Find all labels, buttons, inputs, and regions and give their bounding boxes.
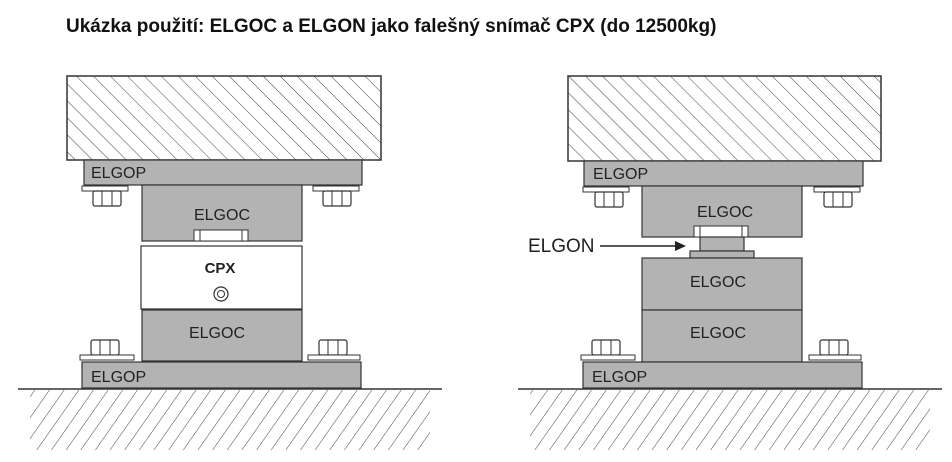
right-bottom-bolt-left: [580, 339, 636, 361]
left-top-plate-label: ELGOP: [91, 165, 146, 182]
elgon-pin: [689, 236, 755, 259]
left-top-bolt-left: [81, 185, 129, 207]
right-ground-hatch: [530, 390, 930, 450]
left-bottom-bolt-right: [307, 339, 361, 361]
cpx-sensor: [140, 245, 303, 310]
right-middle-elgoc-label: ELGOC: [690, 274, 746, 291]
right-lower-elgoc: [641, 309, 803, 363]
right-top-structure: [567, 75, 882, 162]
elgon-label: ELGON: [528, 236, 595, 257]
left-lower-elgoc-label: ELGOC: [189, 325, 245, 342]
right-upper-socket: [693, 225, 749, 238]
right-lower-elgoc-label: ELGOC: [690, 325, 746, 342]
left-upper-elgoc-label: ELGOC: [194, 207, 250, 224]
left-bottom-bolt-left: [79, 339, 135, 361]
left-top-bolt-right: [312, 185, 360, 207]
right-bottom-plate-label: ELGOP: [592, 369, 647, 386]
right-top-bolt-left: [582, 186, 630, 208]
right-bottom-bolt-right: [808, 339, 862, 361]
elgon-arrow-icon: [600, 241, 686, 251]
cpx-connector-icon: [213, 286, 229, 302]
left-bottom-plate: [81, 361, 362, 389]
left-upper-socket: [193, 229, 249, 242]
right-bottom-plate: [582, 361, 863, 389]
right-upper-elgoc-label: ELGOC: [697, 204, 753, 221]
left-lower-elgoc: [141, 309, 303, 362]
right-top-bolt-right: [813, 186, 861, 208]
left-ground-hatch: [30, 390, 430, 450]
right-top-plate-label: ELGOP: [593, 166, 648, 183]
left-bottom-plate-label: ELGOP: [91, 369, 146, 386]
left-top-structure: [66, 75, 382, 161]
right-middle-elgoc: [641, 257, 803, 311]
right-assembly: ELGOP ELGOC ELGON: [518, 75, 942, 450]
left-top-plate: [83, 159, 363, 186]
left-assembly: ELGOP ELGOC CPX EL: [18, 75, 442, 450]
cpx-sensor-label: CPX: [205, 260, 236, 277]
right-top-plate: [583, 160, 864, 187]
diagram-title: Ukázka použití: ELGOC a ELGON jako faleš…: [66, 16, 717, 37]
